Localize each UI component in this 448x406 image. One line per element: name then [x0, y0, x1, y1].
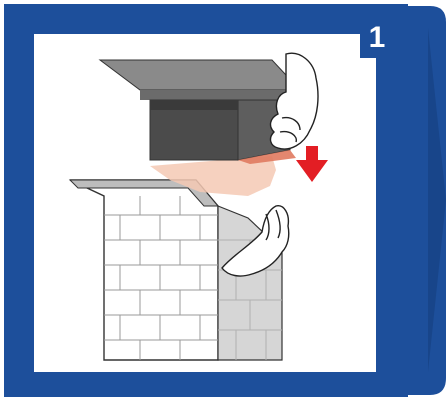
step-number: 1: [362, 20, 392, 56]
